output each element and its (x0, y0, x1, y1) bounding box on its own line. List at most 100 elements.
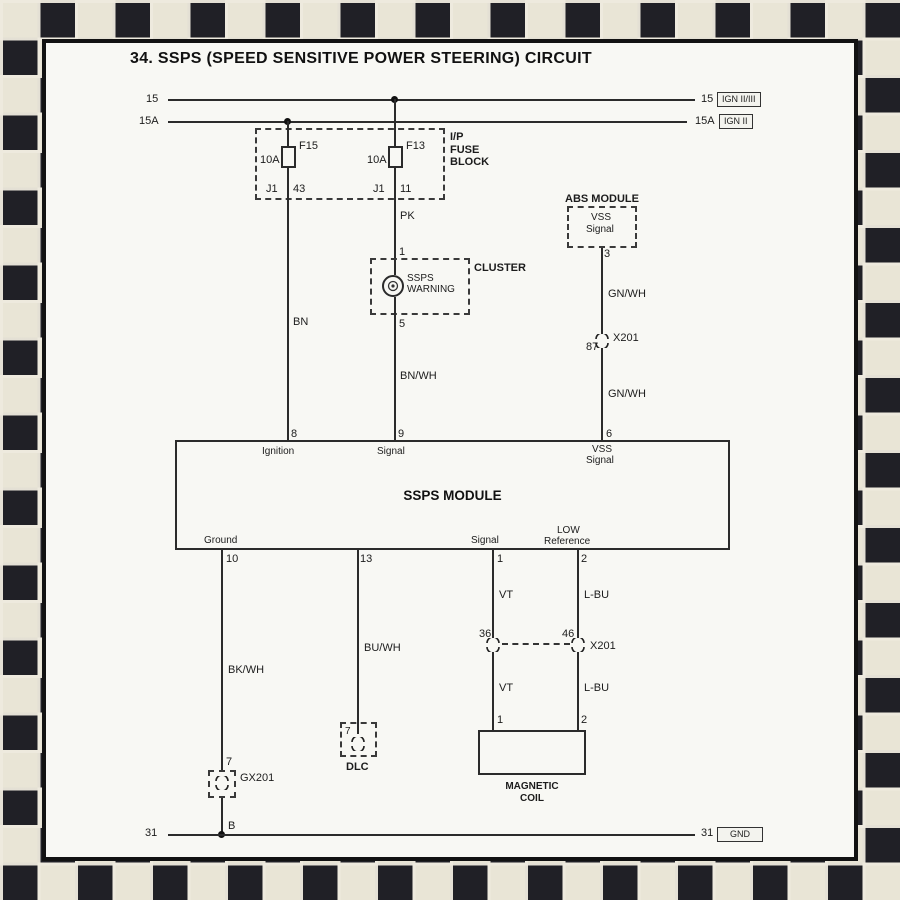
fuse-f13-name: F13 (406, 140, 425, 152)
coil-pin-right-num: 2 (581, 714, 588, 726)
wire-bkwh-tail (221, 798, 223, 836)
ssps-pin2-num: 2 (581, 553, 588, 565)
magnetic-coil-label-line2: COIL (520, 792, 544, 804)
rail-15a-left-label: 15A (139, 115, 159, 127)
wire-gnwh-lower (601, 348, 603, 440)
abs-signal-line1: VSS (591, 212, 612, 223)
fuse-f15-pin: 43 (293, 183, 306, 195)
wire-pk-label: PK (400, 210, 415, 222)
wire-vt-lower (492, 652, 494, 730)
fuse-f13-pin: 11 (400, 183, 412, 195)
cluster-label: CLUSTER (474, 262, 526, 274)
ign-2-3-tag: IGN II/III (717, 92, 761, 107)
ssps-pin6-label-line1: VSS (592, 444, 613, 455)
magnetic-coil-label: MAGNETIC COIL (478, 781, 586, 804)
ground-junction-pin: B (228, 820, 236, 832)
wire-gnwh-upper (601, 248, 603, 334)
wire-gnwh-lower-label: GN/WH (608, 388, 646, 400)
x201-upper-pin: 87 (586, 341, 599, 353)
gx201-connector-icon (215, 776, 229, 790)
ssps-module-title: SSPS MODULE (403, 488, 502, 503)
gx201-pin: 7 (226, 756, 233, 768)
rail-15-left-label: 15 (146, 93, 159, 105)
wire-to-f15 (287, 121, 289, 146)
power-rail-15a (168, 121, 687, 123)
fuse-f15-conn: J1 (266, 183, 278, 195)
rail-15a-right-label: 15A (695, 115, 715, 127)
ssps-pin13-num: 13 (360, 553, 373, 565)
ssps-pin9-num: 9 (398, 428, 405, 440)
wire-lbu-lower-label: L-BU (584, 682, 610, 694)
wire-bn (287, 168, 289, 440)
ssps-pin9-label: Signal (377, 446, 405, 457)
cluster-box (370, 258, 470, 315)
dlc-name: DLC (346, 761, 369, 773)
fuse-f15-symbol (281, 146, 296, 168)
fuse-f15-name: F15 (299, 140, 318, 152)
abs-signal-line2: Signal (586, 224, 614, 235)
rail-31-right-label: 31 (701, 827, 714, 839)
fuse-f13-conn: J1 (373, 183, 385, 195)
x201-lower-pin-right: 46 (562, 628, 575, 640)
cluster-pin-bottom: 5 (399, 318, 406, 330)
abs-module-label: ABS MODULE (565, 193, 639, 205)
x201-upper-name: X201 (613, 332, 639, 344)
ssps-pin1-label: Signal (471, 535, 499, 546)
ssps-pin8-num: 8 (291, 428, 298, 440)
warning-lamp-icon (382, 275, 404, 297)
gnd-tag: GND (717, 827, 763, 842)
wire-buwh (357, 550, 359, 734)
cluster-pin-top: 1 (399, 246, 406, 258)
coil-pin-left-num: 1 (497, 714, 504, 726)
ssps-module-box (175, 440, 730, 550)
dlc-connector-icon (351, 737, 365, 751)
ssps-pin2-label-line2: Reference (544, 536, 591, 547)
lamp-label-line1: SSPS (407, 273, 434, 284)
fuse-f15-rating: 10A (260, 154, 280, 166)
rail-15-right-label: 15 (701, 93, 714, 105)
ssps-pin8-label: Ignition (262, 446, 295, 457)
x201-lower-left-connector-icon (486, 638, 500, 652)
wire-gnwh-upper-label: GN/WH (608, 288, 646, 300)
wire-lbu-lower (577, 652, 579, 730)
wire-to-f13 (394, 99, 396, 146)
ground-rail-31 (168, 834, 695, 836)
x201-lower-pin-left: 36 (479, 628, 492, 640)
wire-bnwh (394, 297, 396, 440)
wire-bnwh-label: BN/WH (400, 370, 437, 382)
power-rail-15 (168, 99, 695, 101)
wire-bn-label: BN (293, 316, 309, 328)
fuse-block-label-line1: I/P (450, 131, 464, 143)
rail-31-left-label: 31 (145, 827, 158, 839)
dlc-box (340, 722, 377, 757)
ssps-pin10-num: 10 (226, 553, 239, 565)
ssps-pin6-num: 6 (606, 428, 613, 440)
x201-lower-right-connector-icon (571, 638, 585, 652)
wire-vt-upper-label: VT (499, 589, 514, 601)
wire-vt-upper (492, 550, 494, 638)
ssps-pin10-label: Ground (204, 535, 238, 546)
fuse-block-label: I/P FUSE BLOCK (450, 131, 489, 169)
x201-lower-link-line (502, 643, 570, 645)
fuse-f13-rating: 10A (367, 154, 387, 166)
ign-2-tag: IGN II (719, 114, 753, 129)
ssps-pin1-num: 1 (497, 553, 504, 565)
fuse-block-box (255, 128, 445, 200)
wire-lbu-upper-label: L-BU (584, 589, 610, 601)
dlc-pin: 7 (345, 726, 351, 737)
wire-lbu-upper (577, 550, 579, 638)
abs-pin: 3 (604, 248, 611, 260)
page-title: 34. SSPS (SPEED SENSITIVE POWER STEERING… (130, 50, 592, 67)
lamp-label-line2: WARNING (407, 284, 455, 295)
fuse-f13-symbol (388, 146, 403, 168)
x201-lower-name: X201 (590, 640, 616, 652)
magnetic-coil-box (478, 730, 586, 775)
x201-upper-connector-icon (595, 334, 609, 348)
wire-bkwh-label: BK/WH (228, 664, 265, 676)
fuse-block-label-line2: FUSE (450, 143, 480, 156)
wire-buwh-label: BU/WH (364, 642, 401, 654)
ssps-pin6-label-line2: Signal (586, 455, 614, 466)
wire-vt-lower-label: VT (499, 682, 514, 694)
wire-pk (394, 168, 396, 275)
